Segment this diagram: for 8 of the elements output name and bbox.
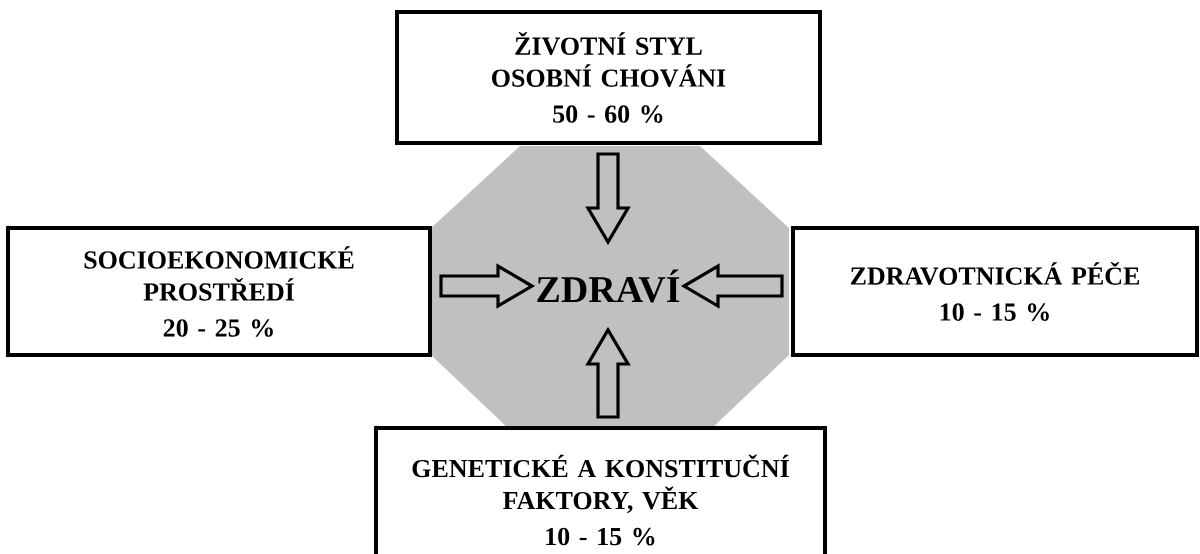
block-arrow [585,326,631,419]
text-box: ŽIVOTNÍ STYL OSOBNÍ CHOVÁNI 50 - 60 % [395,10,822,145]
text-box: SOCIOEKONOMICKÉ PROSTŘEDÍ 20 - 25 % [6,226,432,357]
text-box: ZDRAVOTNICKÁ PÉČE 10 - 15 % [791,226,1199,357]
block-arrow [680,263,784,309]
text-box: GENETICKÉ A KONSTITUČNÍ FAKTORY, VĚK 10 - 15 % [374,426,827,554]
block-arrow [439,263,536,309]
block-arrow [585,152,631,246]
